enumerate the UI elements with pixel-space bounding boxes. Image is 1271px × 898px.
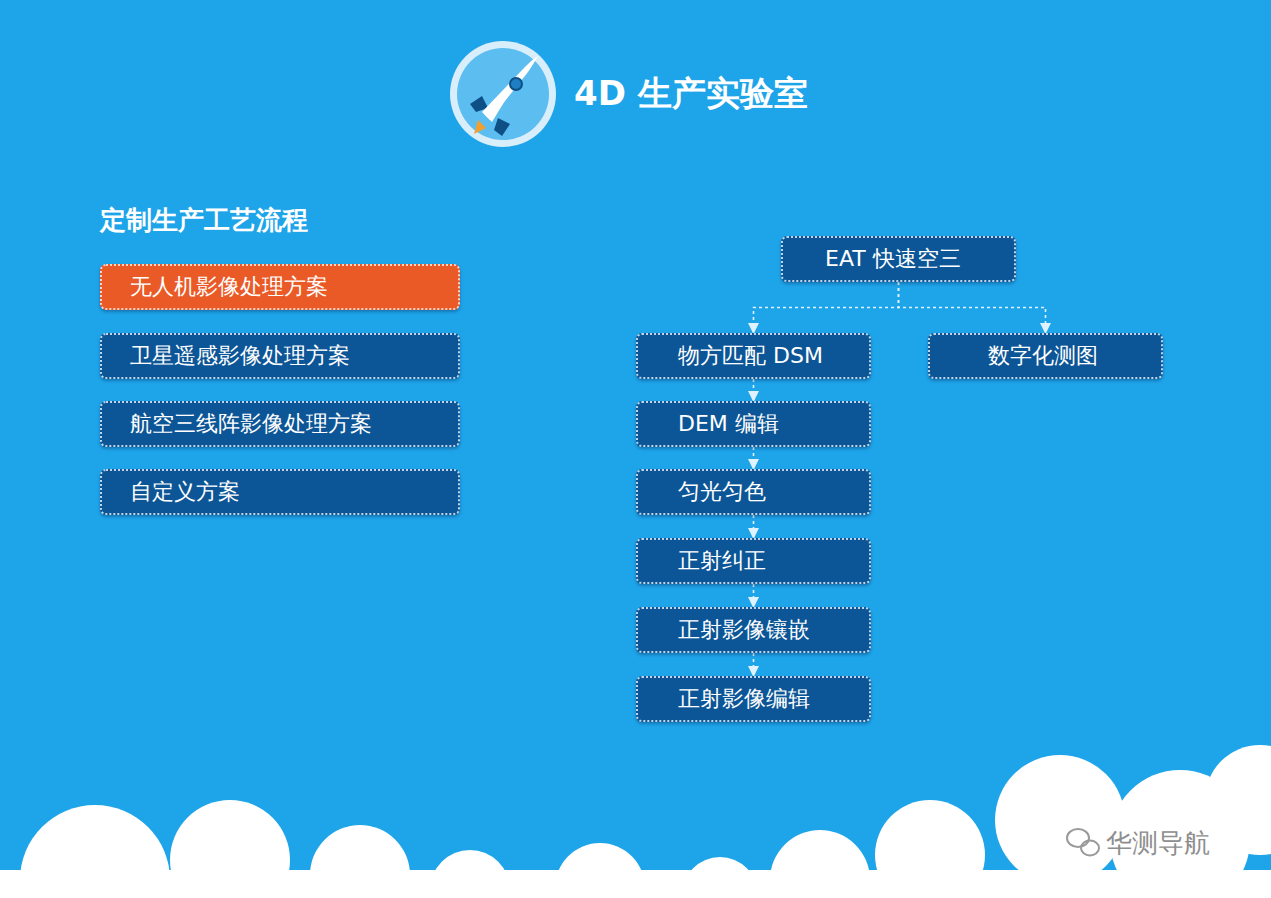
option-box: 无人机影像处理方案 (100, 264, 460, 310)
box-text: 物方匹配 DSM (678, 343, 823, 369)
option-box: 卫星遥感影像处理方案 (100, 333, 460, 379)
option-box: 自定义方案 (100, 469, 460, 515)
option-box: 航空三线阵影像处理方案 (100, 401, 460, 447)
flow-connector (899, 282, 1046, 333)
process-box: 正射影像编辑 (636, 676, 871, 722)
flow-connector (753, 379, 755, 401)
page-title: 4D 生产实验室 (574, 71, 808, 117)
flow-connector (753, 447, 755, 469)
process-box: 匀光匀色 (636, 469, 871, 515)
section-heading: 定制生产工艺流程 (100, 203, 308, 238)
box-text: 数字化测图 (988, 343, 1098, 369)
flow-connector (753, 653, 755, 676)
process-box: 物方匹配 DSM (636, 333, 871, 379)
process-box: 正射影像镶嵌 (636, 607, 871, 653)
box-text: 匀光匀色 (678, 479, 766, 505)
box-text: 自定义方案 (130, 479, 240, 505)
rocket-icon (450, 41, 556, 147)
watermark: 华测导航 (1106, 826, 1210, 861)
process-box: 正射纠正 (636, 538, 871, 584)
wechat-icon (1067, 829, 1099, 856)
flow-connector (753, 515, 755, 538)
box-text: 卫星遥感影像处理方案 (130, 343, 350, 369)
label-text: 定制生产工艺流程 (100, 205, 308, 235)
process-box: DEM 编辑 (636, 401, 871, 447)
label-text: 华测导航 (1106, 828, 1210, 858)
box-text: EAT 快速空三 (825, 246, 961, 272)
process-box: EAT 快速空三 (781, 236, 1016, 282)
box-text: 正射影像镶嵌 (678, 617, 810, 643)
box-text: 无人机影像处理方案 (130, 274, 328, 300)
title-text: 4D 生产实验室 (574, 73, 808, 113)
clouds (0, 745, 1271, 898)
flow-connector (754, 282, 899, 333)
process-box: 数字化测图 (928, 333, 1163, 379)
box-text: 正射影像编辑 (678, 686, 810, 712)
box-text: 正射纠正 (678, 548, 766, 574)
flow-connector (753, 584, 755, 607)
box-text: 航空三线阵影像处理方案 (130, 411, 372, 437)
box-text: DEM 编辑 (678, 411, 779, 437)
